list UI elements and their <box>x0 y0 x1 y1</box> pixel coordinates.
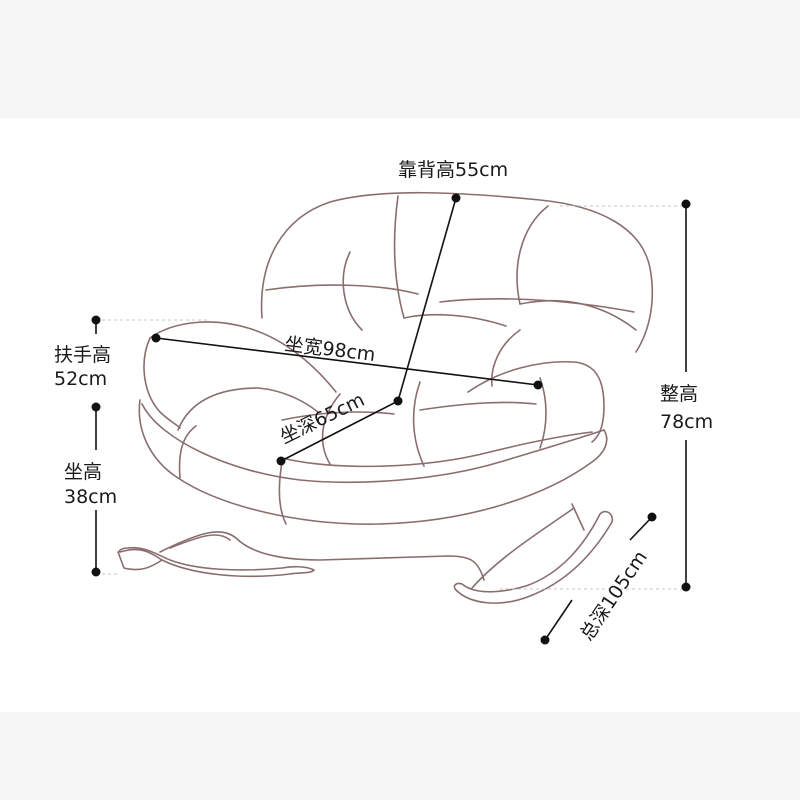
seat-depth-dot <box>276 456 286 466</box>
backrest-height-dot <box>451 193 461 203</box>
seat-seam <box>419 401 537 411</box>
seat-seam <box>412 381 425 467</box>
right-arm-seam <box>490 329 521 387</box>
seat-front-outline <box>281 431 593 468</box>
armrest-height-value: 52cm <box>54 368 107 390</box>
backrest-seam <box>265 284 419 295</box>
overall-height-dot <box>681 199 691 209</box>
left-rocker-tip <box>117 551 163 571</box>
right-rocker <box>453 510 614 604</box>
left-arm-seam <box>257 387 319 413</box>
base-skirt-seam <box>278 461 287 525</box>
top-band <box>0 0 800 118</box>
overall-depth-label: 总深105cm <box>576 547 652 645</box>
base-skirt-band <box>141 403 605 484</box>
seat-depth-line <box>280 400 399 462</box>
overall-depth-line <box>544 599 573 641</box>
rocking-chair-drawing <box>117 191 654 604</box>
guide-lines <box>96 205 686 590</box>
backrest-seam <box>393 195 405 319</box>
left-arm-front <box>143 337 181 429</box>
right-rocker-post <box>571 503 585 531</box>
overall-depth-dot <box>647 512 657 522</box>
backrest-seam <box>403 313 507 327</box>
overall-depth-line <box>629 516 653 541</box>
overall-depth-dot <box>540 635 550 645</box>
armrest-height-label: 扶手高 <box>54 344 111 366</box>
rocker-frame <box>159 531 485 581</box>
left-arm-outline <box>149 321 337 393</box>
right-arm-seam <box>539 377 547 449</box>
bottom-band <box>0 712 800 800</box>
backrest-seam <box>439 298 635 313</box>
overall-height-value: 78cm <box>660 411 713 433</box>
backrest-seam <box>516 205 549 305</box>
right-arm-outline <box>467 360 605 443</box>
backrest-seam <box>519 299 637 331</box>
backrest-height-label: 靠背高55cm <box>398 159 508 181</box>
seat-height-label: 坐高 <box>64 461 102 483</box>
rocker-frame-inner <box>169 534 231 549</box>
left-rocker <box>118 546 315 578</box>
left-arm-seam <box>177 387 259 431</box>
overall-height-dot <box>681 582 691 592</box>
base-skirt-seam <box>178 425 197 479</box>
overall-height-label: 整高 <box>660 383 698 405</box>
rocker-frame <box>471 507 575 589</box>
base-skirt-outline <box>138 399 608 525</box>
seat-height-value: 38cm <box>64 486 117 508</box>
seat-seam <box>281 411 395 421</box>
dimension-lines <box>91 193 691 645</box>
backrest-outline <box>260 191 654 353</box>
floor-dot <box>91 567 101 577</box>
backrest-height-line <box>397 197 457 402</box>
seat-width-label: 坐宽98cm <box>283 333 376 366</box>
backrest-seam <box>342 251 363 331</box>
seat-seam <box>321 393 341 465</box>
seat-width-dot <box>151 333 161 343</box>
seat-height-dot <box>91 402 101 412</box>
seat-width-line <box>155 337 539 386</box>
seat-width-dot <box>533 380 543 390</box>
armrest-height-dot <box>91 315 101 325</box>
